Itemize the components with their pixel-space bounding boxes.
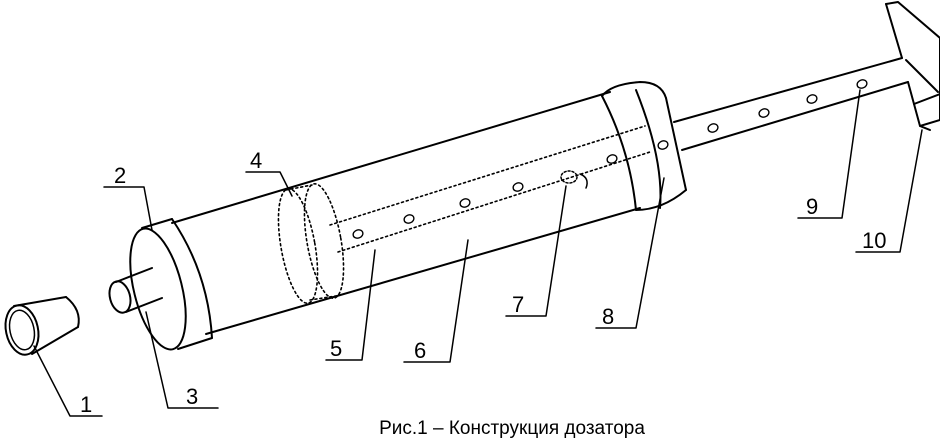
leader-10 [855, 129, 923, 253]
label-3: 3 [186, 384, 198, 409]
leader-4 [245, 171, 293, 197]
leader-9 [797, 89, 861, 219]
leader-2 [103, 186, 153, 231]
part-4-piston [277, 183, 345, 304]
label-8: 8 [602, 304, 614, 329]
leader-6 [403, 239, 469, 363]
leader-7 [505, 185, 567, 317]
leader-5 [325, 249, 376, 361]
label-4: 4 [250, 148, 262, 173]
label-9: 9 [806, 194, 818, 219]
label-10: 10 [862, 228, 886, 253]
label-2: 2 [114, 163, 126, 188]
leader-1 [33, 345, 103, 417]
part-6-barrel [171, 91, 641, 335]
leader-lines [33, 89, 923, 417]
part-5-inner-rod [329, 125, 669, 253]
part-8-rear-flange [601, 81, 687, 211]
figure-caption: Рис.1 – Конструкция дозатора [379, 418, 645, 439]
part-10-handle [885, 1, 940, 131]
label-5: 5 [330, 336, 342, 361]
part-labels: 1 2 3 4 5 6 7 8 9 10 [80, 148, 886, 417]
part-1-cap [4, 296, 80, 356]
part-3-nozzle [108, 267, 163, 314]
label-7: 7 [512, 292, 524, 317]
part-2-front-flange [129, 218, 213, 351]
label-1: 1 [80, 392, 92, 417]
part-7-pin [560, 170, 588, 189]
leader-8 [595, 177, 665, 329]
part-9-plunger-rod [673, 57, 909, 151]
label-6: 6 [414, 338, 426, 363]
leader-3 [145, 311, 219, 409]
